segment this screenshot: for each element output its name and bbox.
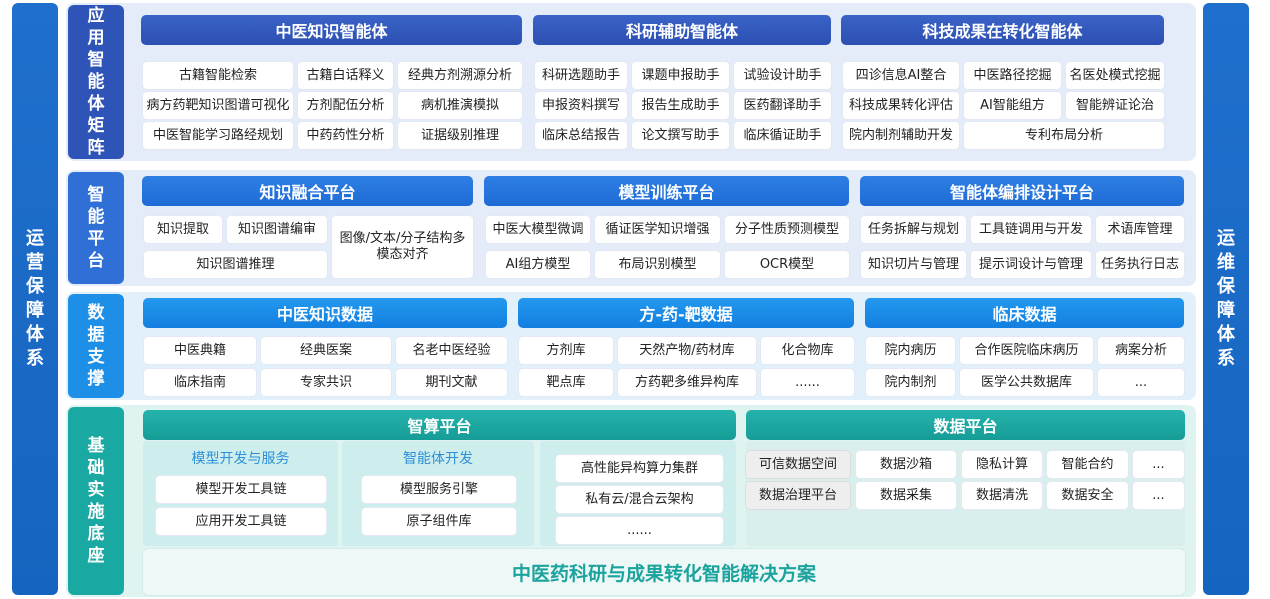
app-item: 中医路径挖掘 xyxy=(964,62,1061,89)
app-item: 科技成果转化评估 xyxy=(843,92,959,119)
data-item: 院内制剂 xyxy=(866,369,955,396)
data-item: ... xyxy=(1098,369,1184,396)
platform-item: 知识切片与管理 xyxy=(861,251,966,278)
data-item: 医学公共数据库 xyxy=(960,369,1093,396)
data-item: 中医典籍 xyxy=(144,337,256,364)
platform-item: 分子性质预测模型 xyxy=(725,216,849,243)
data-item: 化合物库 xyxy=(761,337,854,364)
platform-item: 提示词设计与管理 xyxy=(971,251,1091,278)
infra-item: 可信数据空间 xyxy=(746,451,850,478)
app-item: 证据级别推理 xyxy=(398,122,522,149)
app-item: 临床循证助手 xyxy=(734,122,831,149)
infra-item: 原子组件库 xyxy=(362,508,516,535)
model-dev-title: 模型开发与服务 xyxy=(191,451,290,467)
platform-item: 知识提取 xyxy=(144,216,222,243)
data-item: 天然产物/药材库 xyxy=(618,337,756,364)
data-item: 经典医案 xyxy=(261,337,391,364)
infra-item: ...... xyxy=(556,517,723,544)
platform-item: 术语库管理 xyxy=(1096,216,1184,243)
app-item: 古籍白话释义 xyxy=(298,62,393,89)
data-item: 专家共识 xyxy=(261,369,391,396)
app-item: AI智能组方 xyxy=(964,92,1061,119)
data-item: 方剂库 xyxy=(519,337,613,364)
data-item: 病案分析 xyxy=(1098,337,1184,364)
platform-item: OCR模型 xyxy=(725,251,849,278)
app-group-title: 科技成果在转化智能体 xyxy=(841,15,1164,45)
compute-platform-title: 智算平台 xyxy=(143,410,736,440)
data-item: 期刊文献 xyxy=(396,369,507,396)
data-item: 合作医院临床病历 xyxy=(960,337,1093,364)
layer-label-data: 数据支撑 xyxy=(68,294,124,398)
infra-item: 数据清洗 xyxy=(962,482,1042,509)
infra-item: 高性能异构算力集群 xyxy=(556,455,723,482)
layer-label-platform: 智能平台 xyxy=(68,172,124,284)
infra-item: 应用开发工具链 xyxy=(156,508,326,535)
app-item: 临床总结报告 xyxy=(535,122,627,149)
data-platform-title: 数据平台 xyxy=(746,410,1185,440)
layer-label-infra: 基础实施底座 xyxy=(68,407,124,595)
platform-item: AI组方模型 xyxy=(486,251,590,278)
app-item: 申报资料撰写 xyxy=(535,92,627,119)
data-item: 名老中医经验 xyxy=(396,337,507,364)
data-group-title: 中医知识数据 xyxy=(143,298,507,328)
app-item: 报告生成助手 xyxy=(632,92,729,119)
infra-item: ... xyxy=(1133,451,1184,478)
platform-item: 循证医学知识增强 xyxy=(595,216,720,243)
app-item: 专利布局分析 xyxy=(964,122,1164,149)
app-item: 名医处模式挖掘 xyxy=(1066,62,1164,89)
platform-item: 知识图谱推理 xyxy=(144,251,327,278)
app-item: 中医智能学习路经规划 xyxy=(143,122,293,149)
platform-item: 图像/文本/分子结构多模态对齐 xyxy=(332,216,473,278)
infra-item: ... xyxy=(1133,482,1184,509)
layer-label-app: 应用智能体矩阵 xyxy=(68,5,124,159)
app-item: 古籍智能检索 xyxy=(143,62,293,89)
data-item: ...... xyxy=(761,369,854,396)
data-group-title: 临床数据 xyxy=(865,298,1184,328)
solution-banner: 中医药科研与成果转化智能解决方案 xyxy=(143,549,1185,595)
platform-item: 中医大模型微调 xyxy=(486,216,590,243)
platform-item: 任务执行日志 xyxy=(1096,251,1184,278)
data-item: 院内病历 xyxy=(866,337,955,364)
infra-item: 数据安全 xyxy=(1047,482,1128,509)
infra-item: 智能合约 xyxy=(1047,451,1128,478)
app-item: 四诊信息AI整合 xyxy=(843,62,959,89)
infra-item: 模型开发工具链 xyxy=(156,476,326,503)
app-item: 方剂配伍分析 xyxy=(298,92,393,119)
data-item: 靶点库 xyxy=(519,369,613,396)
infra-item: 私有云/混合云架构 xyxy=(556,486,723,513)
app-item: 论文撰写助手 xyxy=(632,122,729,149)
app-item: 院内制剂辅助开发 xyxy=(843,122,959,149)
platform-group-title: 模型训练平台 xyxy=(484,176,849,206)
data-item: 方药靶多维异构库 xyxy=(618,369,756,396)
platform-group-title: 智能体编排设计平台 xyxy=(860,176,1184,206)
infra-item: 模型服务引擎 xyxy=(362,476,516,503)
platform-item: 布局识别模型 xyxy=(595,251,720,278)
data-item: 临床指南 xyxy=(144,369,256,396)
platform-item: 工具链调用与开发 xyxy=(971,216,1091,243)
infra-item: 数据治理平台 xyxy=(746,482,850,509)
infra-item: 数据沙箱 xyxy=(856,451,956,478)
infra-item: 数据采集 xyxy=(856,482,956,509)
agent-dev-title: 智能体开发 xyxy=(403,451,473,467)
app-item: 智能辨证论治 xyxy=(1066,92,1164,119)
platform-item: 任务拆解与规划 xyxy=(861,216,966,243)
app-item: 病方药靶知识图谱可视化 xyxy=(143,92,293,119)
app-item: 病机推演模拟 xyxy=(398,92,522,119)
app-item: 经典方剂溯源分析 xyxy=(398,62,522,89)
left-pillar-operations: 运营保障体系 xyxy=(12,3,58,595)
app-item: 试验设计助手 xyxy=(734,62,831,89)
platform-group-title: 知识融合平台 xyxy=(142,176,473,206)
app-group-title: 科研辅助智能体 xyxy=(533,15,831,45)
platform-item: 知识图谱编审 xyxy=(227,216,327,243)
app-item: 科研选题助手 xyxy=(535,62,627,89)
app-item: 医药翻译助手 xyxy=(734,92,831,119)
app-item: 中药药性分析 xyxy=(298,122,393,149)
app-group-title: 中医知识智能体 xyxy=(141,15,522,45)
right-pillar-maintenance: 运维保障体系 xyxy=(1203,3,1249,595)
app-item: 课题申报助手 xyxy=(632,62,729,89)
data-group-title: 方-药-靶数据 xyxy=(518,298,854,328)
infra-item: 隐私计算 xyxy=(962,451,1042,478)
